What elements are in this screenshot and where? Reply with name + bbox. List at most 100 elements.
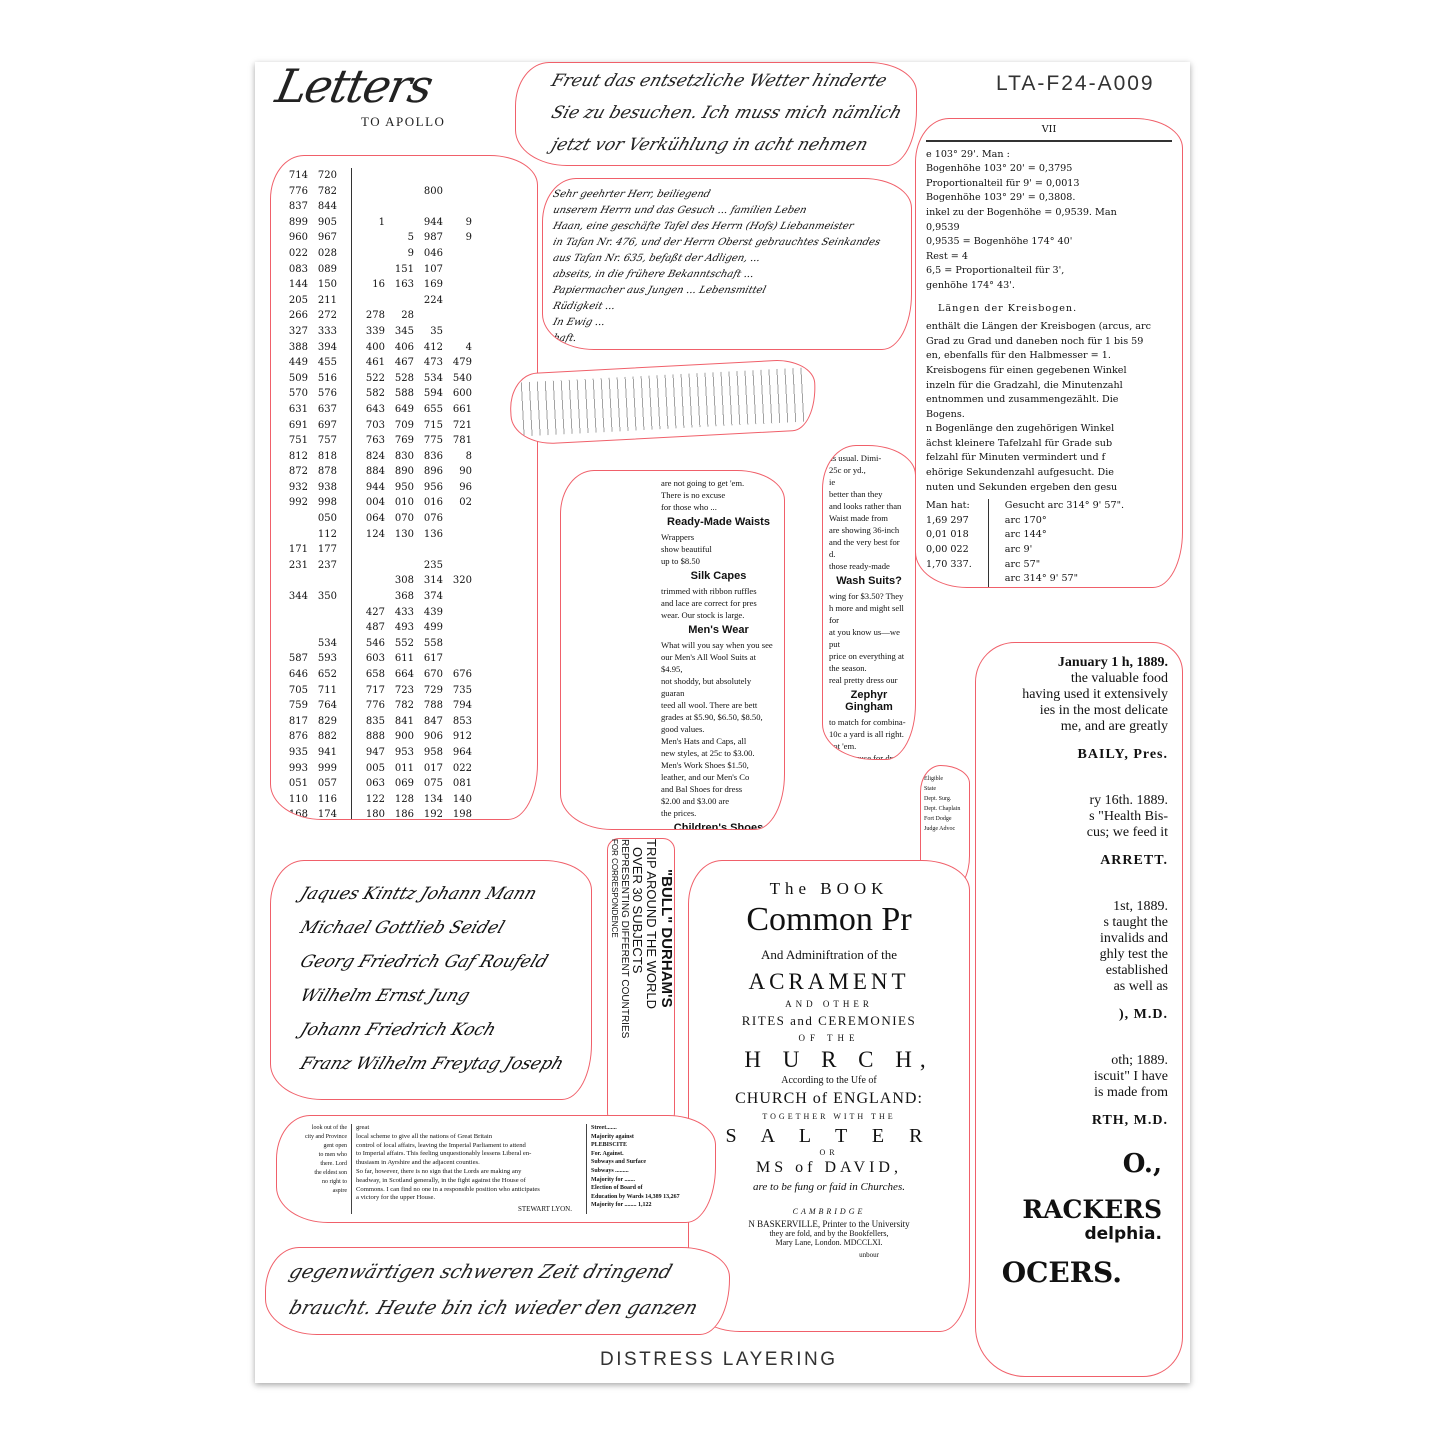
table-cell: 499 [423, 622, 443, 634]
text-line: Commons. I can find no one in a responsi… [356, 1185, 540, 1193]
table-cell: 124 [365, 528, 385, 540]
table-cell [443, 651, 472, 667]
text-line: oth; 1889. [1111, 1053, 1168, 1068]
table-cell: 004 [365, 497, 385, 509]
signature: Jaques Kinttz Johann Mann [297, 884, 540, 904]
table-cell [337, 635, 352, 652]
table-cell: 932 [288, 481, 308, 493]
table-cell [443, 246, 472, 262]
crackers-name: RACKERS [1022, 1195, 1162, 1224]
handwriting-line: jetzt vor Verkühlung in acht nehmen [548, 135, 871, 155]
text-line: There is no excuse [661, 490, 726, 500]
table-cell [337, 729, 352, 745]
table-cell: 794 [452, 700, 472, 712]
text-line: 10c a yard is all right. [829, 729, 904, 739]
handwriting-line: unserem Herrn und das Gesuch ... familie… [551, 205, 808, 216]
sheet-title: DISTRESS LAYERING [600, 1349, 838, 1370]
text-line: iscuit" I have [1093, 1069, 1168, 1084]
table-cell [337, 557, 352, 574]
signature: Johann Friedrich Koch [297, 1020, 499, 1040]
text-line: State [924, 786, 936, 792]
text-line: price on everything at [829, 651, 905, 661]
table-cell: 237 [317, 559, 337, 571]
text-line: trimmed with ribbon ruffles [661, 586, 757, 596]
ad-heading: Ready-Made Waists [667, 516, 770, 528]
sticker-bull-durham[interactable]: "BULL" DURHAM'S TRIP AROUND THE WORLD OV… [607, 838, 675, 1125]
text-line: felzahl für Minuten vermindert und f [926, 452, 1106, 464]
prayer-book-line: According to the Ufe of [781, 1075, 877, 1086]
sticker-newspaper-ads[interactable]: are not going to get 'em.There is no exc… [560, 470, 785, 830]
table-cell: 709 [394, 419, 414, 431]
prayer-book-line: And Adminiftration of the [760, 947, 898, 962]
text-line: Gesucht arc 314° 9' 57". [1004, 500, 1125, 512]
table-cell [279, 620, 308, 636]
table-cell [385, 293, 414, 309]
table-cell: 406 [394, 341, 414, 353]
prayer-book-line: Common Pr [746, 901, 912, 938]
prayer-book-line: S A L T E R [725, 1125, 933, 1147]
table-cell [443, 262, 472, 278]
table-cell: 950 [394, 481, 414, 493]
text-line: ies in the most delicate [1039, 703, 1168, 718]
table-cell: 016 [423, 497, 443, 509]
text-line: arc 170° [1004, 514, 1047, 526]
text-line: arc = 2,89 651 Man hat: [956, 587, 1172, 588]
testimonial-signature: RTH, M.D. [1091, 1113, 1168, 1128]
table-cell: 144 [288, 279, 308, 291]
text-line: Majority for ........ 1,122 [591, 1202, 652, 1209]
table-cell: 987 [423, 232, 443, 244]
sticker-kreisbogen[interactable]: VII e 103° 29'. Man :Bogenhöhe 103° 20' … [915, 118, 1183, 588]
text-line: 0,9535 = Bogenhöhe 174° 40' [926, 236, 1073, 248]
handwriting-line: Sie zu besuchen. Ich muss mich nämlich [548, 103, 905, 123]
table-cell: 649 [394, 403, 414, 415]
table-cell: 8 [465, 450, 472, 462]
table-cell [356, 199, 385, 215]
text-line: better than they [829, 489, 883, 499]
sticker-handwriting-top[interactable]: Freut das entsetzliche Wetter hinderte S… [515, 62, 917, 166]
text-line: show beautiful [661, 544, 712, 554]
brand-subtitle: TO APOLLO [361, 114, 446, 129]
text-line: en, ebenfalls für den Halbmesser = 1. [926, 350, 1111, 362]
sticker-handwriting-bottom[interactable]: gegenwärtigen schweren Zeit dringend bra… [265, 1247, 730, 1335]
table-cell: 28 [401, 310, 414, 322]
table-cell: 776 [288, 185, 308, 197]
table-cell: 070 [394, 513, 414, 525]
handwriting-line: haft. [551, 333, 578, 344]
table-cell [337, 292, 352, 309]
table-cell [337, 214, 352, 231]
text-line: teed all wool. There are bett [661, 700, 758, 710]
table-cell [337, 791, 352, 808]
table-cell [356, 184, 385, 200]
table-cell: 493 [394, 622, 414, 634]
text-line: those ready-made [829, 561, 890, 571]
text-line: entnommen und zusammengezählt. Die [926, 394, 1119, 406]
table-cell [443, 620, 472, 636]
table-cell [337, 355, 352, 371]
table-cell: 509 [288, 372, 308, 384]
text-line: good values. [661, 724, 705, 734]
table-cell [443, 527, 472, 543]
text-line: So far, however, there is no sign that t… [356, 1167, 522, 1175]
table-cell: 576 [317, 388, 337, 400]
sticker-prayer-book[interactable]: The BOOK Common Pr And Adminiftration of… [688, 860, 970, 1332]
prayer-book-line: The BOOK [769, 879, 889, 898]
table-cell: 697 [317, 419, 337, 431]
table-cell [337, 261, 352, 278]
table-cell: 587 [288, 653, 308, 665]
table-cell: 652 [317, 669, 337, 680]
handwriting-line: abseits, in die frühere Bekanntschaft ..… [551, 269, 756, 280]
table-cell [337, 495, 352, 512]
